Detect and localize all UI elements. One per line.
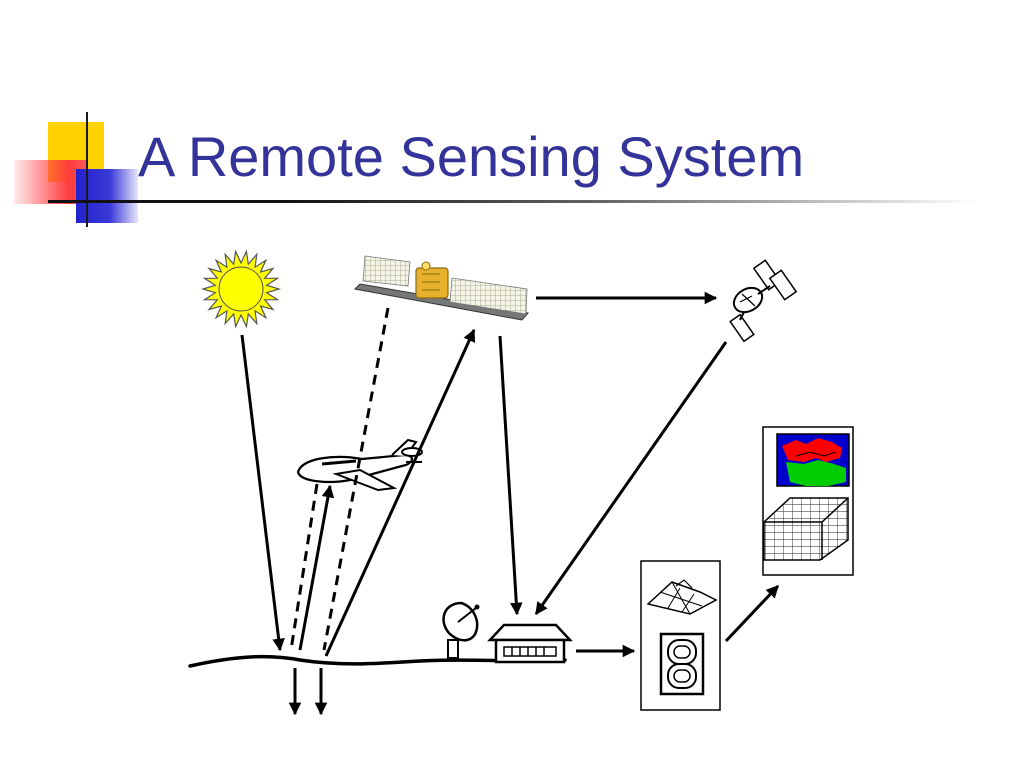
dashed-line-satellite-to-ground [322, 307, 390, 651]
slide-title: A Remote Sensing System [138, 125, 805, 188]
dashed-line-airplane-to-ground [289, 483, 319, 651]
data-products-icon [762, 426, 854, 576]
airplane-icon [296, 438, 423, 492]
accent-square-red [14, 160, 88, 204]
satellite-icon [353, 255, 529, 321]
arrow-ground-to-airplane [298, 484, 335, 651]
ground-station-icon [487, 623, 573, 664]
arrow-satellite-to-station [498, 335, 523, 616]
accent-vertical-line [86, 112, 88, 227]
ground-antenna-icon [442, 601, 480, 662]
relay-satellite-icon [729, 259, 798, 343]
title-underline [48, 200, 978, 203]
arrow-processing-to-products [724, 584, 780, 643]
arrow-ground-to-satellite [324, 328, 476, 657]
arrow-sun-to-ground [240, 334, 285, 652]
sun-icon [200, 249, 282, 329]
processing-unit-icon [640, 560, 721, 711]
arrow-relay-to-station [534, 341, 728, 616]
